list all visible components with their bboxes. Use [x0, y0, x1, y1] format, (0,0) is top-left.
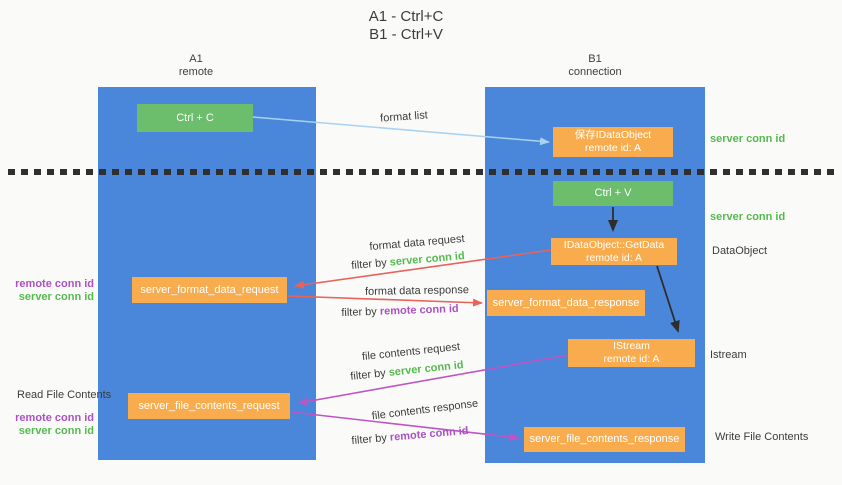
remote-conn-id-text: remote conn id	[389, 424, 469, 444]
server-conn-id-text: server conn id	[388, 359, 465, 379]
title-line-1: A1 - Ctrl+C	[368, 8, 444, 25]
left-remote-conn-id-1: remote conn id	[15, 278, 94, 290]
filter-by-text: filter by	[341, 305, 381, 320]
save-idataobject-box: 保存IDataObject remote id: A	[553, 127, 673, 157]
istream-box: IStream remote id: A	[568, 339, 695, 367]
ctrl-v-label: Ctrl + V	[594, 187, 632, 199]
left-server-conn-id-2: server conn id	[18, 425, 94, 437]
format-data-request-label: format data request	[368, 232, 466, 254]
title-line-2: B1 - Ctrl+V	[369, 26, 443, 43]
filter-by-text: filter by	[349, 366, 390, 383]
server-format-data-response-box: server_format_data_response	[487, 290, 645, 316]
filter-by-text: filter by	[350, 256, 391, 272]
istream-line1: IStream	[613, 340, 650, 352]
getdata-line2: remote id: A	[585, 251, 643, 264]
right-server-conn-id-1: server conn id	[710, 133, 786, 145]
lane-b-role: connection	[568, 66, 622, 78]
server-file-contents-response-label: server_file_contents_response	[529, 433, 680, 445]
right-istream-label: Istream	[710, 349, 747, 361]
ctrl-v-box: Ctrl + V	[553, 181, 673, 206]
format-list-label: format list	[379, 109, 429, 125]
filter-by-remote-conn-id-label-2: filter by remote conn id	[351, 425, 469, 447]
file-contents-request-label: file contents request	[361, 340, 461, 364]
filter-by-text: filter by	[351, 431, 391, 448]
save-idataobject-line1: 保存IDataObject	[574, 129, 652, 141]
right-server-conn-id-2: server conn id	[710, 211, 786, 223]
getdata-box: IDataObject::GetData remote id: A	[551, 238, 677, 265]
dotted-divider	[8, 169, 834, 175]
left-read-file-contents-label: Read File Contents	[17, 389, 112, 401]
format-data-response-label: format data response	[364, 284, 470, 298]
diagram-title: A1 - Ctrl+C B1 - Ctrl+V	[296, 8, 516, 44]
lane-b-header: B1 connection	[485, 53, 705, 79]
right-dataobject-label: DataObject	[712, 245, 768, 257]
lane-a-role: remote	[178, 66, 214, 78]
right-write-file-contents-label: Write File Contents	[715, 431, 809, 443]
server-format-data-request-label: server_format_data_request	[140, 283, 279, 296]
server-file-contents-request-box: server_file_contents_request	[128, 393, 290, 419]
ctrl-c-box: Ctrl + C	[137, 104, 253, 132]
lane-b-id: B1	[588, 53, 602, 65]
server-format-data-response-label: server_format_data_response	[492, 296, 640, 309]
istream-line2: remote id: A	[603, 353, 660, 365]
server-file-contents-response-box: server_file_contents_response	[524, 427, 685, 452]
lane-a-id: A1	[189, 53, 203, 65]
server-format-data-request-box: server_format_data_request	[132, 277, 287, 303]
remote-conn-id-text: remote conn id	[379, 302, 459, 318]
file-contents-response-label: file contents response	[371, 397, 479, 423]
getdata-line1: IDataObject::GetData	[563, 238, 665, 251]
lane-a-header: A1 remote	[87, 53, 305, 79]
left-server-conn-id-1: server conn id	[18, 291, 94, 303]
server-file-contents-request-label: server_file_contents_request	[138, 399, 280, 412]
ctrl-c-label: Ctrl + C	[176, 111, 214, 124]
filter-by-server-conn-id-label-1: filter by server conn id	[351, 250, 465, 272]
left-remote-conn-id-2: remote conn id	[15, 412, 94, 424]
server-conn-id-text: server conn id	[389, 250, 466, 269]
filter-by-remote-conn-id-label-1: filter by remote conn id	[341, 303, 459, 319]
save-idataobject-line2: remote id: A	[584, 142, 642, 154]
